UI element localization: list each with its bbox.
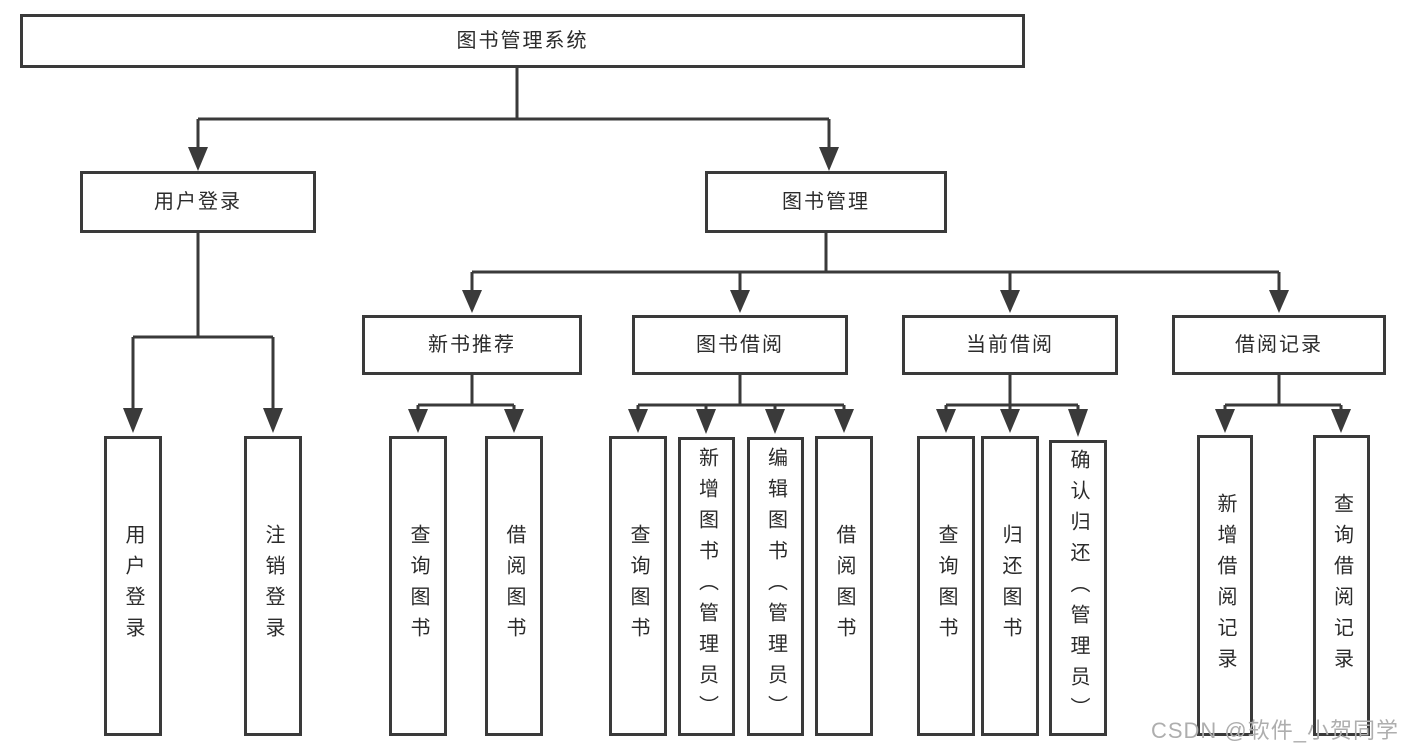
node-book-borrow: 图书借阅 <box>632 315 848 375</box>
csdn-watermark: CSDN @软件_小贺同学 <box>1150 718 1399 743</box>
leaf-edit-book-admin: 编辑图书（管理员） <box>747 437 804 736</box>
node-new-book-recommend-label: 新书推荐 <box>428 334 516 356</box>
node-current-borrow-label: 当前借阅 <box>966 334 1054 356</box>
node-book-management-label: 图书管理 <box>782 191 870 213</box>
leaf-borrow-books: 借阅图书 <box>815 436 873 736</box>
leaf-return-book: 归还图书 <box>981 436 1039 736</box>
node-root: 图书管理系统 <box>20 14 1025 68</box>
leaf-user-login: 用户登录 <box>104 436 162 736</box>
leaf-logout: 注销登录 <box>244 436 302 736</box>
node-current-borrow: 当前借阅 <box>902 315 1118 375</box>
leaf-add-borrow-record: 新增借阅记录 <box>1197 435 1253 736</box>
leaf-query-books: 查询图书 <box>609 436 667 736</box>
leaf-query-books: 查询图书 <box>389 436 447 736</box>
node-borrow-records-label: 借阅记录 <box>1235 334 1323 356</box>
node-root-label: 图书管理系统 <box>456 30 589 52</box>
leaf-query-borrow-record: 查询借阅记录 <box>1313 435 1370 736</box>
node-book-management: 图书管理 <box>705 171 947 233</box>
node-book-borrow-label: 图书借阅 <box>696 334 784 356</box>
node-user-login-label: 用户登录 <box>154 191 242 213</box>
leaf-query-books: 查询图书 <box>917 436 975 736</box>
node-new-book-recommend: 新书推荐 <box>362 315 582 375</box>
node-borrow-records: 借阅记录 <box>1172 315 1386 375</box>
leaf-borrow-books: 借阅图书 <box>485 436 543 736</box>
node-user-login: 用户登录 <box>80 171 316 233</box>
leaf-add-book-admin: 新增图书（管理员） <box>678 437 735 736</box>
leaf-confirm-return-admin: 确认归还（管理员） <box>1049 440 1107 736</box>
